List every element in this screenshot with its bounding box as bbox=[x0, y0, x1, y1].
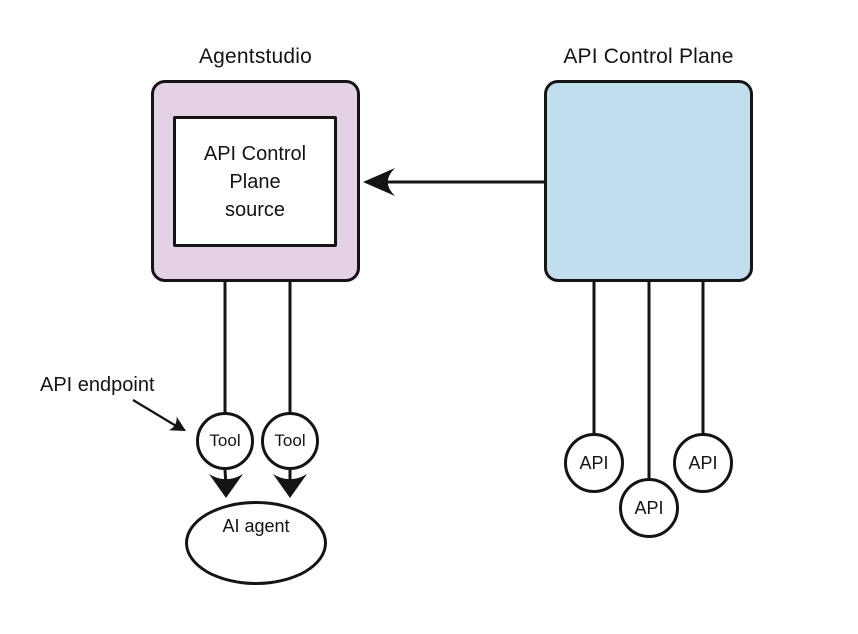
sync-arrowhead bbox=[363, 168, 395, 196]
api-node-3: API bbox=[673, 433, 733, 493]
tool-node-2: Tool bbox=[261, 412, 319, 470]
source-box-line: API Control bbox=[203, 142, 307, 165]
agentstudio-title: Agentstudio bbox=[198, 45, 313, 68]
api-endpoint-label: API endpoint bbox=[40, 374, 155, 396]
api-label: API bbox=[688, 452, 718, 473]
api-control-plane-box bbox=[544, 80, 753, 282]
ai-agent-node: AI agent bbox=[185, 501, 327, 585]
tool-label: Tool bbox=[209, 431, 241, 450]
api-endpoint-arrowhead bbox=[168, 416, 186, 431]
tool-to-agent-arrowhead-1 bbox=[209, 474, 243, 498]
tool-label: Tool bbox=[274, 431, 306, 450]
source-box-line: source bbox=[224, 198, 286, 221]
api-node-1: API bbox=[564, 433, 624, 493]
api-control-plane-title: API Control Plane bbox=[563, 45, 734, 68]
tool-to-agent-arrowhead-2 bbox=[273, 474, 307, 498]
api-endpoint-arrow-shaft bbox=[132, 399, 178, 428]
ai-agent-label: AI agent bbox=[222, 515, 290, 536]
tool-node-1: Tool bbox=[196, 412, 254, 470]
api-label: API bbox=[579, 452, 609, 473]
api-control-plane-source-box: API Control Plane source bbox=[173, 116, 337, 247]
source-box-line: Plane bbox=[229, 170, 281, 193]
api-node-2: API bbox=[619, 478, 679, 538]
api-label: API bbox=[634, 497, 664, 518]
